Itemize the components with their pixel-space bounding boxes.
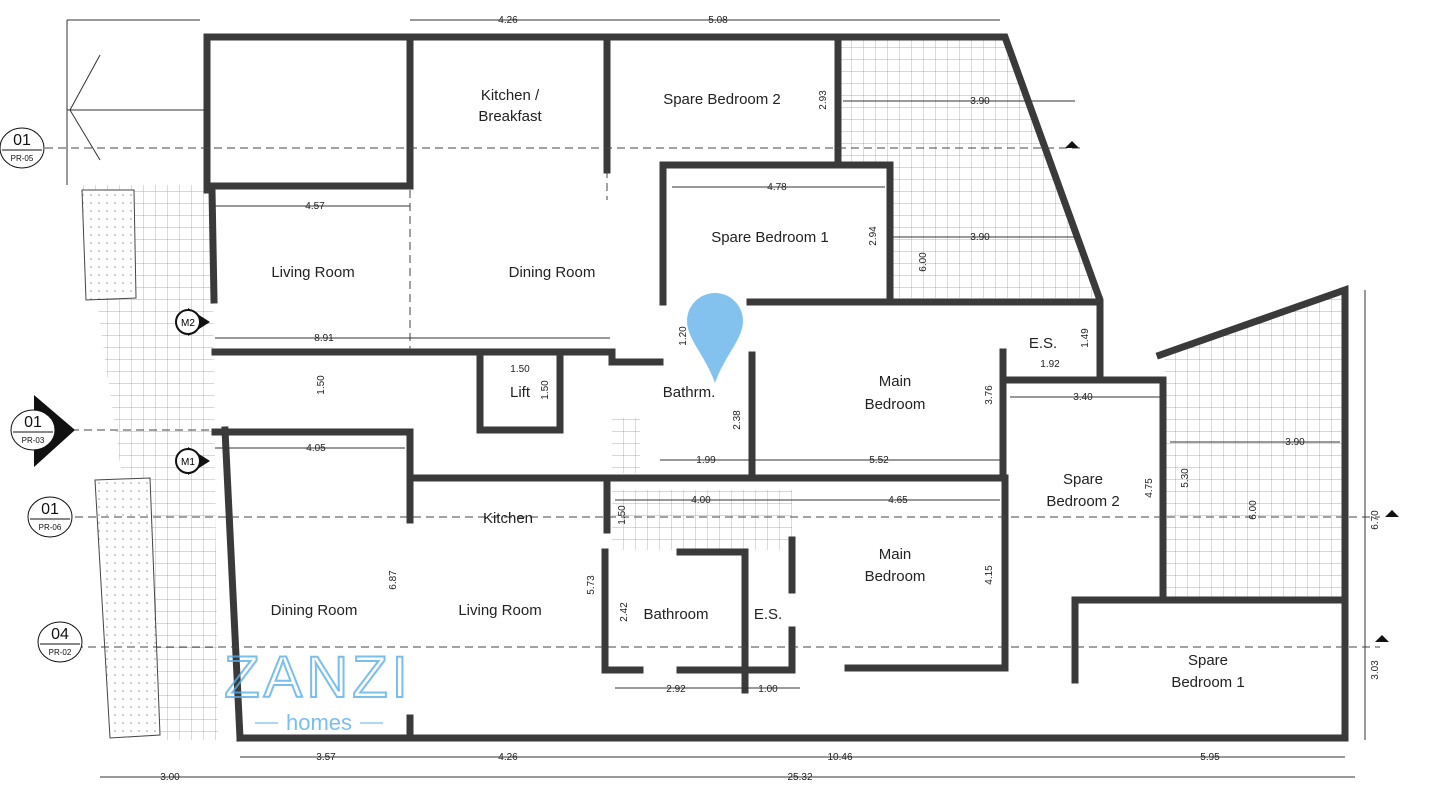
dim-label: 1.50 xyxy=(617,505,628,525)
dim-label: 6.00 xyxy=(918,252,929,272)
dim-label: 4.15 xyxy=(984,565,995,585)
section-tag: 04 PR-02 xyxy=(37,621,83,663)
dim-label: 3.90 xyxy=(1285,437,1305,448)
section-tag: 01 PR-06 xyxy=(27,496,73,538)
room-main-bedroom-top-2: Bedroom xyxy=(865,396,926,413)
location-pin-icon xyxy=(687,293,743,383)
dimension-lines xyxy=(100,19,1366,778)
room-main-bedroom-top: Main xyxy=(879,373,912,390)
dim-label: 5.52 xyxy=(869,455,889,466)
watermark-brand: ZANZI xyxy=(224,645,412,710)
room-dining-room-top: Dining Room xyxy=(509,264,596,281)
dimension-labels: 4.26 5.08 2.93 3.90 4.57 4.78 2.94 3.90 … xyxy=(160,15,1381,783)
watermark-sub: homes xyxy=(286,710,352,735)
dim-label: 5.95 xyxy=(1200,752,1220,763)
dim-label: 4.26 xyxy=(498,752,518,763)
dim-label: 3.40 xyxy=(1073,392,1093,403)
marker-label: M2 xyxy=(181,318,195,329)
section-tag-number: 04 xyxy=(51,626,69,643)
dim-label: 4.00 xyxy=(691,495,711,506)
dim-label: 6.00 xyxy=(1248,500,1259,520)
dim-label: 2.92 xyxy=(666,684,686,695)
marker-m1: M1 xyxy=(175,447,210,475)
room-spare-bedroom-2-top: Spare Bedroom 2 xyxy=(663,91,781,108)
dim-label: 4.78 xyxy=(767,182,787,193)
room-spare-bedroom-2-right: Spare xyxy=(1063,471,1103,488)
dim-label: 6.70 xyxy=(1370,510,1381,530)
dim-label: 3.57 xyxy=(316,752,336,763)
dim-label: 2.94 xyxy=(868,226,879,246)
zanzi-watermark: ZANZI homes xyxy=(223,293,743,735)
dim-label: 1.99 xyxy=(696,455,716,466)
section-tag-number: 01 xyxy=(41,501,59,518)
room-dining-room-bottom: Dining Room xyxy=(271,602,358,619)
room-spare-bedroom-1-bottom-2: Bedroom 1 xyxy=(1171,674,1244,691)
marker-label: M1 xyxy=(181,457,195,468)
dim-label: 3.90 xyxy=(970,232,990,243)
section-tag-ref: PR-05 xyxy=(11,154,34,163)
section-tag: 01 PR-05 xyxy=(0,127,45,169)
section-tag-number: 01 xyxy=(13,132,31,149)
room-es-top: E.S. xyxy=(1029,335,1057,352)
section-tag-ref: PR-06 xyxy=(39,523,62,532)
dim-label: 25.32 xyxy=(787,772,812,783)
dim-label: 1.49 xyxy=(1080,328,1091,348)
section-tag: 01 PR-03 xyxy=(10,395,75,467)
room-es-bottom: E.S. xyxy=(754,606,782,623)
dim-label: 3.03 xyxy=(1370,660,1381,680)
dim-label: 4.75 xyxy=(1144,478,1155,498)
room-living-room-top: Living Room xyxy=(271,264,354,281)
section-tag-number: 01 xyxy=(24,414,42,431)
dim-label: 5.73 xyxy=(586,575,597,595)
room-labels: Kitchen / Breakfast Spare Bedroom 2 Spar… xyxy=(271,87,1245,691)
dim-label: 3.00 xyxy=(160,772,180,783)
dim-label: 4.65 xyxy=(888,495,908,506)
dim-label: 3.76 xyxy=(984,385,995,405)
dim-label: 2.93 xyxy=(818,90,829,110)
dim-label: 10.46 xyxy=(827,752,852,763)
room-spare-bedroom-1-bottom: Spare xyxy=(1188,652,1228,669)
room-main-bedroom-bottom: Main xyxy=(879,546,912,563)
dim-label: 1.92 xyxy=(1040,359,1060,370)
section-tag-ref: PR-03 xyxy=(22,436,45,445)
planters xyxy=(81,189,161,739)
room-kitchen-breakfast-2: Breakfast xyxy=(478,108,542,125)
dim-label: 3.90 xyxy=(970,96,990,107)
dim-label: 1.50 xyxy=(316,375,327,395)
dim-label: 4.05 xyxy=(306,443,326,454)
room-kitchen-bottom: Kitchen xyxy=(483,510,533,527)
room-bathroom-bottom: Bathroom xyxy=(643,606,708,623)
section-lines xyxy=(45,19,1380,648)
marker-m2: M2 xyxy=(175,308,210,336)
section-tag-ref: PR-02 xyxy=(49,648,72,657)
dim-label: 4.57 xyxy=(305,201,325,212)
dim-label: 5.08 xyxy=(708,15,728,26)
room-spare-bedroom-1-top: Spare Bedroom 1 xyxy=(711,229,829,246)
room-main-bedroom-bottom-2: Bedroom xyxy=(865,568,926,585)
dim-label: 4.26 xyxy=(498,15,518,26)
room-kitchen-breakfast: Kitchen / xyxy=(481,87,540,104)
dim-label: 8.91 xyxy=(314,333,334,344)
room-lift: Lift xyxy=(510,384,531,401)
walls xyxy=(203,33,1349,742)
room-spare-bedroom-2-right-2: Bedroom 2 xyxy=(1046,493,1119,510)
dim-label: 5.30 xyxy=(1180,468,1191,488)
room-bathrm: Bathrm. xyxy=(663,384,716,401)
dim-label: 1.50 xyxy=(510,364,530,375)
dim-label: 1.20 xyxy=(678,326,689,346)
dim-label: 2.38 xyxy=(732,410,743,430)
dim-label: 2.42 xyxy=(619,602,630,622)
room-living-room-bottom: Living Room xyxy=(458,602,541,619)
dim-label: 1.00 xyxy=(758,684,778,695)
dim-label: 6.87 xyxy=(388,570,399,590)
dim-label: 1.50 xyxy=(540,380,551,400)
section-arrow-markers xyxy=(1065,141,1399,642)
